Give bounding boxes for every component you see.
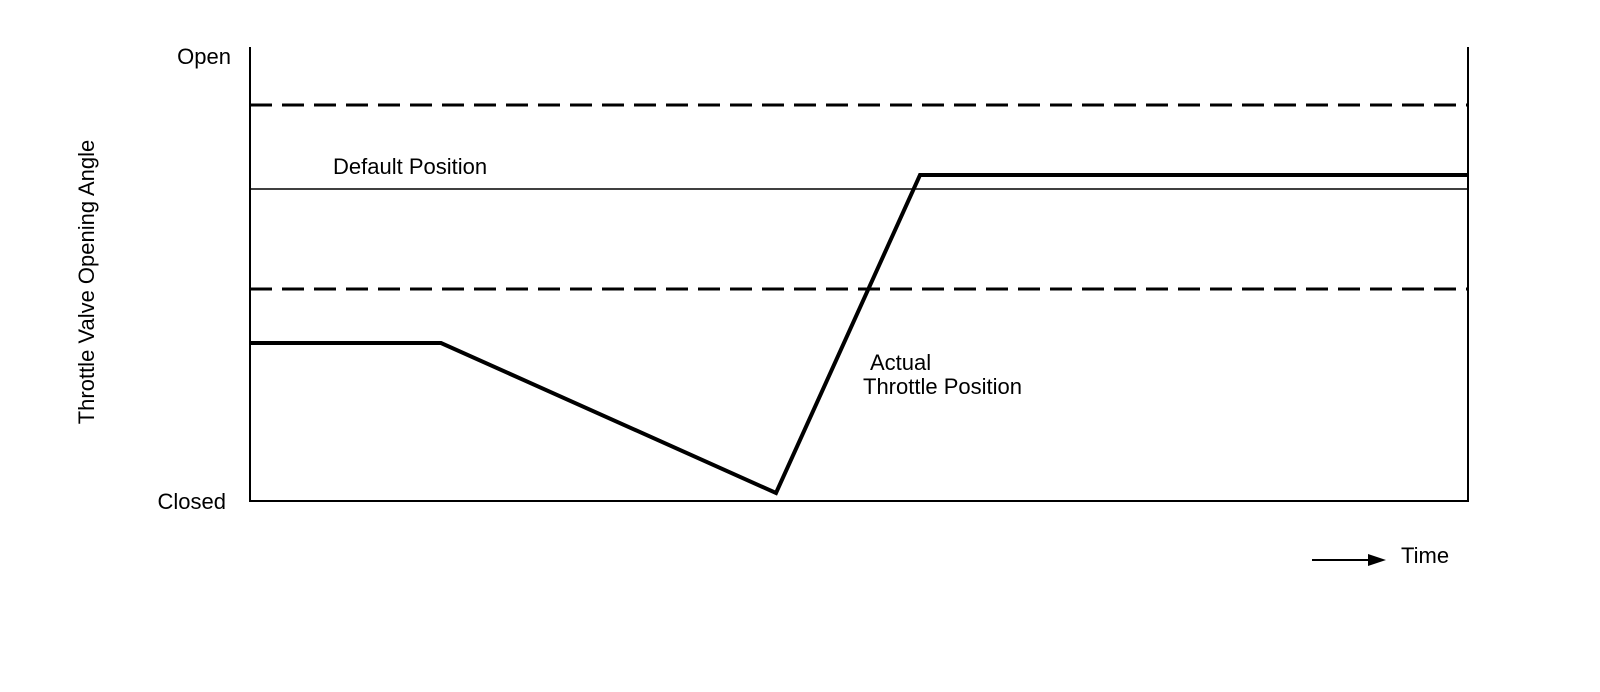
closed-label: Closed: [158, 489, 226, 514]
y-axis-title: Throttle Valve Opening Angle: [74, 140, 99, 425]
actual-throttle-position-curve: [250, 173, 1468, 496]
time-label: Time: [1401, 543, 1449, 568]
time-arrow-icon: [1368, 554, 1386, 566]
actual-position-label-line1: Actual: [870, 350, 931, 375]
actual-position-label-line2: Throttle Position: [863, 374, 1022, 399]
default-position-label: Default Position: [333, 154, 487, 179]
open-label: Open: [177, 44, 231, 69]
